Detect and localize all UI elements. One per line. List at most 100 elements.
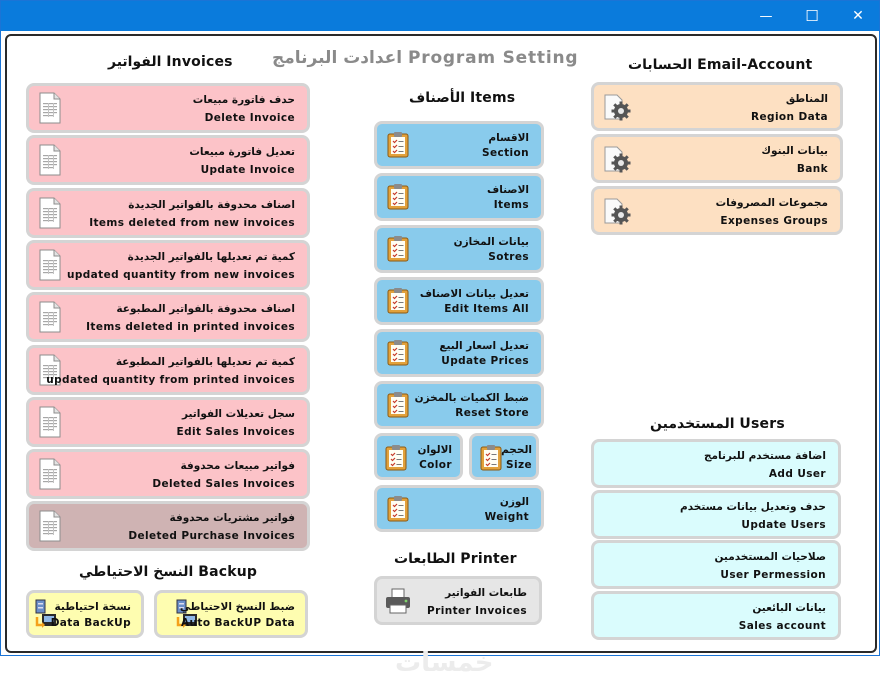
button-label-ar: فواتير مبيعات محدوفة (180, 460, 295, 473)
clipboard-icon (385, 444, 407, 471)
deleted-purchase-invoices-button[interactable]: فواتير مشتريات محدوفة Deleted Purchase In… (29, 504, 307, 549)
page-title: اعدادت البرنامج Program Setting (272, 48, 579, 68)
button-label-ar: المناطق (785, 93, 828, 105)
update-users-button[interactable]: حدف وتعديل بيانات مستخدم Update Users (594, 492, 838, 536)
stores-button[interactable]: بيانات المخازن Sotres (377, 228, 541, 270)
maximize-button[interactable]: ☐ (789, 1, 835, 31)
document-icon (37, 92, 63, 124)
color-button[interactable]: الالوان Color (377, 436, 460, 477)
button-label-en: Update Invoice (200, 164, 295, 177)
document-icon (37, 301, 63, 333)
clipboard-icon (387, 131, 409, 158)
printer-icon (386, 588, 410, 614)
gear-document-icon (602, 144, 632, 174)
watermark: خمسات (395, 648, 494, 678)
button-label-en: updated quantity from printed invoices (46, 373, 295, 386)
button-label-en: Update Users (741, 518, 826, 531)
edit-sales-invoices-button[interactable]: سجل تعديلات الفواتير Edit Sales Invoices (29, 399, 307, 444)
printer-invoices-button[interactable]: طابعات الفواتير Printer Invoices (377, 579, 539, 622)
button-label-ar: تعديل بيانات الاصناف (419, 288, 529, 300)
button-label-ar: حدف وتعديل بيانات مستخدم (680, 500, 826, 513)
document-icon (37, 406, 63, 438)
button-label-en: Deleted Sales Invoices (152, 478, 295, 491)
button-label-ar: سجل تعديلات الفواتير (181, 407, 295, 420)
update-invoice-button[interactable]: تعديل فاتورة مبيعات Update Invoice (29, 138, 307, 183)
close-button[interactable]: ✕ (835, 1, 880, 31)
button-label-ar: فواتير مشتريات محدوفة (169, 512, 295, 525)
clipboard-icon (387, 339, 409, 366)
region-data-button[interactable]: المناطق Region Data (594, 85, 840, 128)
auto-backup-button[interactable]: ضبط النسخ الاحتياطي Auto BackUP Data (157, 593, 305, 635)
button-label-ar: اصناف محدوفة بالفواتير الجديدة (128, 198, 295, 211)
button-label-en: Items (493, 199, 529, 211)
data-backup-button[interactable]: نسخة احتياطية Data BackUp (29, 593, 141, 635)
button-label-ar: اضافة مستخدم للبرنامج (703, 450, 826, 462)
items-button[interactable]: الاصناف Items (377, 176, 541, 218)
button-label-en: Sotres (488, 251, 529, 263)
button-label-ar: تعديل فاتورة مبيعات (189, 146, 295, 159)
bank-button[interactable]: بيانات البنوك Bank (594, 137, 840, 180)
button-label-en: Edit Sales Invoices (176, 425, 295, 438)
minimize-icon: — (759, 8, 773, 24)
button-label-en: Delete Invoice (204, 112, 295, 124)
button-label-en: Section (481, 147, 529, 159)
clipboard-icon (387, 183, 409, 210)
items-header: الأصناف Items (409, 90, 516, 106)
gear-document-icon (602, 196, 632, 226)
button-label-ar: بيانات البنوك (761, 145, 828, 157)
users-icon (599, 550, 629, 580)
document-icon (37, 510, 63, 542)
button-label-ar: بيانات المخازن (453, 236, 529, 248)
clipboard-icon (387, 287, 409, 314)
backup-header: النسخ الاحتياطي Backup (79, 564, 258, 580)
button-label-ar: تعديل اسعار البيع (439, 340, 529, 352)
button-label-en: Deleted Purchase Invoices (128, 530, 295, 543)
button-label-ar: الاقسام (488, 132, 529, 144)
button-label-ar: حدف فاتورة مبيعات (192, 94, 295, 106)
minimize-button[interactable]: — (743, 1, 789, 31)
section-button[interactable]: الاقسام Section (377, 124, 541, 166)
printer-header: الطابعات Printer (394, 551, 517, 567)
size-button[interactable]: الحجم Size (472, 436, 536, 477)
weight-button[interactable]: الوزن Weight (377, 488, 541, 529)
deleted-sales-invoices-button[interactable]: فواتير مبيعات محدوفة Deleted Sales Invoic… (29, 452, 307, 497)
button-label-en: updated quantity from new invoices (66, 268, 295, 281)
button-label-en: Region Data (751, 111, 828, 123)
button-label-en: User Permession (720, 569, 826, 581)
document-icon (37, 144, 63, 176)
updated-qty-printed-button[interactable]: كمية تم تعديلها بالفواتير المطبوعة update… (29, 347, 307, 392)
button-label-ar: الاصناف (487, 184, 529, 196)
button-label-en: Expenses Groups (720, 215, 828, 227)
close-icon: ✕ (852, 8, 864, 24)
users-icon (599, 500, 629, 530)
delete-invoice-button[interactable]: حدف فاتورة مبيعات Delete Invoice (29, 86, 307, 130)
updated-qty-new-button[interactable]: كمية تم تعديلها بالفواتير الجديدة updated… (29, 242, 307, 287)
users-icon (599, 449, 629, 479)
maximize-icon: ☐ (805, 7, 819, 25)
button-label-ar: بيانات البائعين (752, 601, 826, 614)
clipboard-icon (387, 235, 409, 262)
clipboard-icon (480, 444, 502, 471)
gear-document-icon (602, 92, 632, 122)
clipboard-icon (387, 391, 409, 418)
button-label-ar: كمية تم تعديلها بالفواتير الجديدة (127, 250, 295, 263)
button-label-ar: اصناف محدوفة بالفواتير المطبوعة (116, 303, 295, 316)
button-label-en: Bank (796, 163, 828, 175)
items-deleted-printed-button[interactable]: اصناف محدوفة بالفواتير المطبوعة Items del… (29, 295, 307, 340)
button-label-ar: ضبط الكميات بالمخزن (414, 392, 529, 404)
button-label-en: Items deleted in printed invoices (86, 321, 295, 334)
accounts-header: الحسابات Email-Account (628, 57, 813, 73)
button-label-ar: كمية تم تعديلها بالفواتير المطبوعة (115, 355, 295, 368)
users-header: المستخدمين Users (650, 416, 785, 432)
users-icon (599, 601, 629, 631)
clipboard-icon (387, 495, 409, 522)
